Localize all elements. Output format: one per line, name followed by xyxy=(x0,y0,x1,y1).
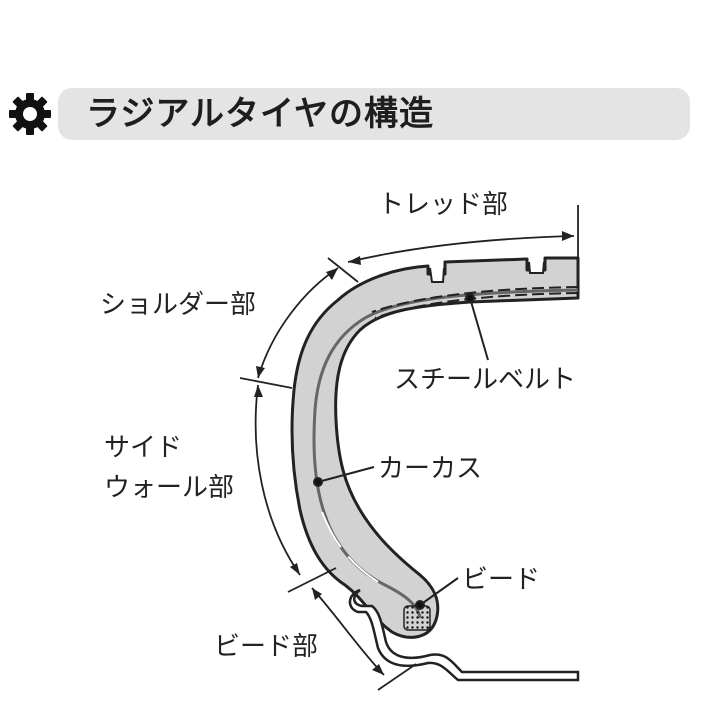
label-carcass: カーカス xyxy=(378,454,482,484)
bead-wire xyxy=(403,605,431,631)
label-shoulder: ショルダー部 xyxy=(100,290,256,320)
label-steel-belt: スチールベルト xyxy=(394,365,576,395)
steel-belt-layers xyxy=(371,286,579,319)
gear-icon xyxy=(9,93,51,135)
label-sidewall-line1: サイド xyxy=(104,433,182,463)
tire-cross-section xyxy=(290,256,580,639)
label-sidewall-line2: ウォール部 xyxy=(104,473,234,503)
title-bar xyxy=(58,88,690,140)
dimension-arrows xyxy=(239,205,579,691)
carcass-ply xyxy=(312,288,579,619)
label-bead: ビード xyxy=(462,565,540,595)
label-tread: トレッド部 xyxy=(378,190,508,220)
rim-flange xyxy=(348,588,580,682)
leader-lines xyxy=(313,293,489,610)
label-bead-section: ビード部 xyxy=(214,632,318,662)
page-title: ラジアルタイヤの構造 xyxy=(86,94,434,134)
